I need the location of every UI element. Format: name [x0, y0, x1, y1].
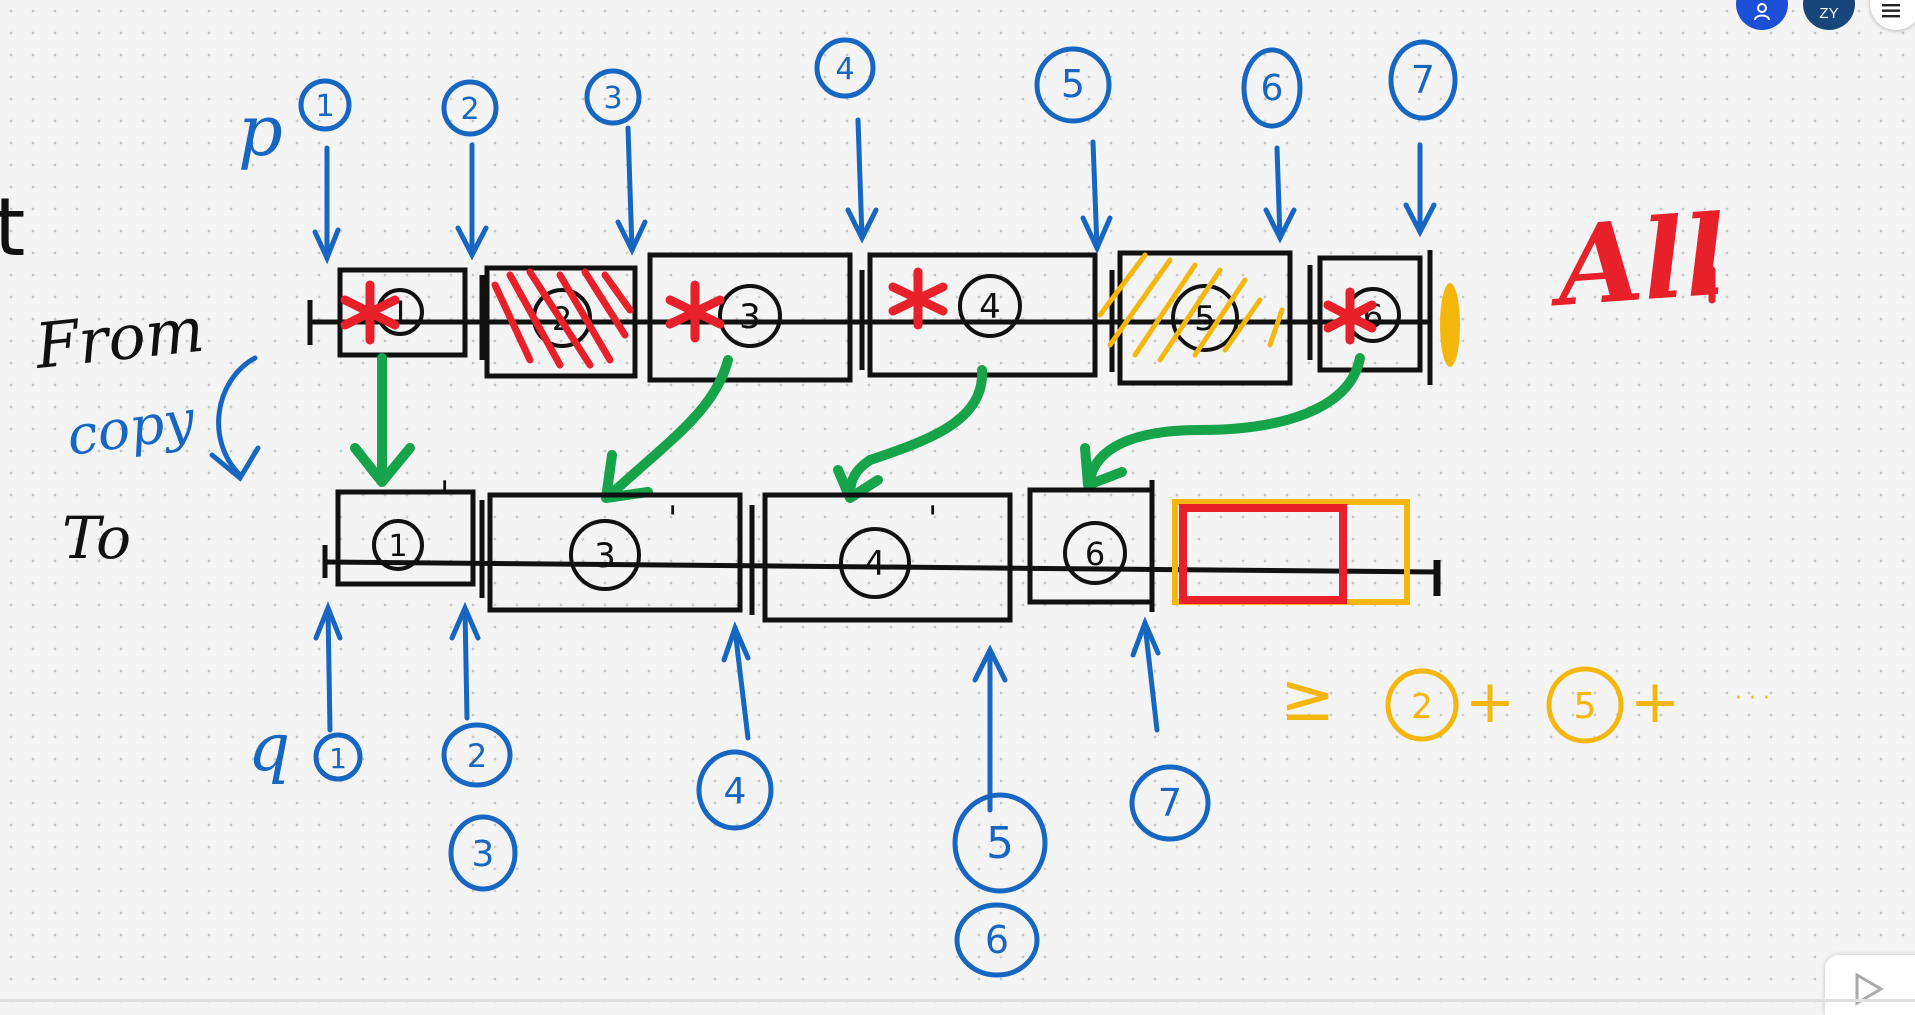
- p-label-7: 7: [1411, 58, 1435, 102]
- to-object-1: 1: [388, 529, 407, 564]
- yellow-hatch-box-5: [1097, 252, 1285, 363]
- from-box-5: [1117, 250, 1293, 386]
- to-object-3: 3: [594, 536, 616, 576]
- summary-expression: ≥ 2 + 5 + · · ·: [1280, 659, 1770, 744]
- partial-letter: t: [0, 181, 25, 274]
- label-from: From: [31, 293, 207, 383]
- from-box-3: [647, 252, 853, 383]
- from-box-2: [484, 265, 638, 379]
- label-q: q: [248, 709, 290, 786]
- q-pointers: [313, 601, 1211, 978]
- play-button[interactable]: [1825, 955, 1915, 1015]
- q-label-3: 3: [472, 834, 495, 875]
- p-pointers: [298, 37, 1458, 265]
- summary-geq: ≥: [1280, 659, 1335, 736]
- play-icon: [1855, 972, 1884, 1006]
- to-box-3: [487, 492, 743, 613]
- green-copy-arrows: [350, 353, 1365, 503]
- to-prime-3: ': [668, 499, 677, 539]
- label-p: p: [238, 90, 283, 172]
- to-box-1: [335, 489, 476, 587]
- to-prime-1: ': [440, 474, 449, 514]
- to-prime-4: ': [928, 499, 937, 539]
- red-star-6: [1323, 287, 1377, 345]
- from-space: 1 2 3 4 5 6: [307, 250, 1460, 386]
- user-initials: ZY: [1819, 4, 1839, 22]
- label-copy: copy: [63, 387, 200, 467]
- progress-track: [0, 999, 1915, 1002]
- summary-plus-1: +: [1465, 667, 1515, 737]
- p-label-4: 4: [835, 52, 854, 87]
- red-star-1: [340, 280, 400, 345]
- summary-term-2: 2: [1411, 687, 1433, 727]
- summary-ellipsis: · · ·: [1735, 686, 1770, 711]
- q-label-6: 6: [985, 918, 1009, 962]
- from-object-4: 4: [979, 287, 1001, 327]
- q-label-4: 4: [724, 771, 747, 812]
- copy-curve-arrow: [209, 355, 261, 482]
- hamburger-menu-icon: [1882, 4, 1900, 18]
- yellow-end-marker: [1440, 283, 1460, 367]
- summary-plus-2: +: [1630, 667, 1680, 737]
- q-label-5: 5: [986, 818, 1014, 869]
- from-box-1: [337, 267, 468, 358]
- to-box-4: [762, 492, 1013, 623]
- to-space: 1 ' 3 ' 4 ' 6: [322, 474, 1441, 623]
- red-free-box: [1179, 504, 1347, 604]
- q-label-1: 1: [329, 742, 347, 775]
- p-label-1: 1: [315, 89, 334, 124]
- heading-all: All: [1544, 190, 1730, 331]
- person-icon: [1754, 3, 1770, 21]
- red-star-4: [888, 267, 948, 330]
- from-object-3: 3: [739, 297, 761, 337]
- label-to: To: [62, 504, 131, 572]
- to-object-4: 4: [864, 544, 886, 584]
- to-object-6: 6: [1085, 535, 1105, 573]
- red-star-3: [665, 280, 725, 343]
- red-hatch-box-2: [491, 268, 634, 369]
- p-label-3: 3: [603, 81, 622, 116]
- summary-term-5: 5: [1574, 686, 1597, 727]
- p-label-2: 2: [460, 92, 479, 127]
- yellow-free-box: [1172, 499, 1410, 605]
- from-box-6: [1317, 255, 1423, 373]
- q-label-2: 2: [467, 737, 487, 775]
- q-label-7: 7: [1158, 781, 1182, 825]
- p-label-5: 5: [1061, 62, 1085, 106]
- p-label-6: 6: [1261, 68, 1284, 109]
